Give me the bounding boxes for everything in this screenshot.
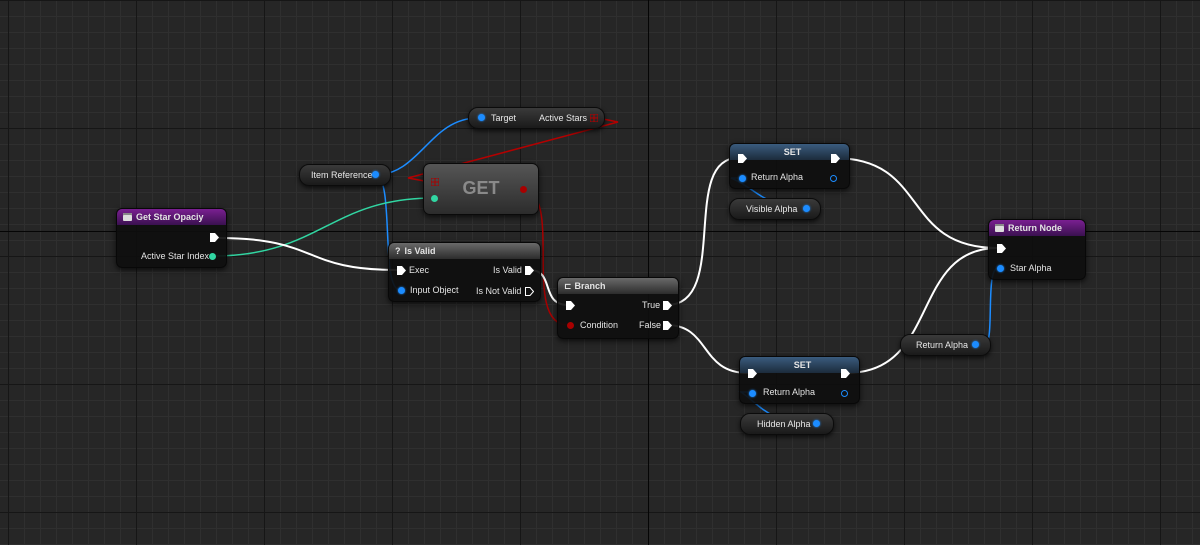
question-icon: ? [395,246,401,256]
item-reference-pin[interactable] [372,171,379,178]
condition-label: Condition [580,320,619,330]
visible-alpha-label: Visible Alpha [746,204,798,214]
graph-origin-horizontal-line [0,231,1200,232]
set-bottom-output-pin[interactable] [841,390,848,397]
is-valid-output-label: Is Valid [493,265,522,275]
return-alpha-pin[interactable] [972,341,979,348]
hidden-alpha-pin[interactable] [813,420,820,427]
get-index-pin[interactable] [431,195,438,202]
active-star-index-label: Active Star Index [141,251,210,261]
hidden-alpha-getter[interactable]: Hidden Alpha [740,413,834,435]
exec-output-pin[interactable] [210,233,219,242]
set-top-var-label: Return Alpha [751,172,804,182]
array-pin-icon[interactable] [590,114,598,122]
item-reference-label: Item Reference [311,170,373,180]
false-exec-pin[interactable] [663,321,672,330]
set-node-top[interactable]: SET Return Alpha [729,143,850,189]
return-node-header: Return Node [989,220,1085,236]
set-bottom-header: SET [740,357,859,373]
get-node-title: GET [462,178,500,198]
true-label: True [642,300,661,310]
visible-alpha-pin[interactable] [803,205,810,212]
branch-exec-input-pin[interactable] [566,301,575,310]
return-alpha-getter[interactable]: Return Alpha [900,334,991,356]
set-bottom-title: SET [793,360,812,370]
graph-origin-vertical-line [648,0,649,545]
active-star-index-pin[interactable] [209,253,216,260]
set-top-output-pin[interactable] [830,175,837,182]
set-top-title: SET [783,147,802,157]
array-get-node[interactable]: GET [423,163,539,215]
return-node-title: Return Node [1008,223,1062,233]
function-icon [995,224,1004,232]
is-valid-title: Is Valid [404,246,436,256]
array-input-pin[interactable] [431,178,439,186]
input-object-pin[interactable] [398,287,405,294]
function-icon [123,213,132,221]
is-valid-node[interactable]: ?Is Valid Exec Is Valid Input Object Is … [388,242,541,302]
function-entry-header: Get Star Opaciy [117,209,226,225]
true-exec-pin[interactable] [663,301,672,310]
return-node[interactable]: Return Node Star Alpha [988,219,1086,280]
wire-active-star-index-to-get[interactable] [212,197,435,257]
branch-node[interactable]: ⊏Branch True Condition False [557,277,679,339]
set-bottom-value-pin[interactable] [749,390,756,397]
star-alpha-label: Star Alpha [1010,263,1052,273]
branch-icon: ⊏ [564,281,572,291]
exec-label: Exec [409,265,430,275]
set-top-exec-output-pin[interactable] [831,154,840,163]
hidden-alpha-label: Hidden Alpha [757,419,811,429]
set-node-bottom[interactable]: SET Return Alpha [739,356,860,404]
exec-input-pin[interactable] [397,266,406,275]
function-entry-title: Get Star Opaciy [136,212,204,222]
false-label: False [639,320,662,330]
is-valid-header: ?Is Valid [389,243,540,259]
wire-exec-false-to-set-bottom[interactable] [666,324,749,374]
branch-title: Branch [574,281,606,291]
set-top-exec-input-pin[interactable] [738,154,747,163]
set-top-header: SET [730,144,849,160]
input-object-label: Input Object [410,285,459,295]
active-stars-label: Active Stars [539,113,588,123]
is-valid-exec-pin[interactable] [525,266,534,275]
function-entry-node[interactable]: Get Star Opaciy Active Star Index [116,208,227,268]
star-alpha-pin[interactable] [997,265,1004,272]
set-bottom-exec-output-pin[interactable] [841,369,850,378]
wire-exec-true-to-set-top[interactable] [666,157,739,306]
get-output-pin[interactable] [520,186,527,193]
wire-exec-set-top-to-return[interactable] [833,157,999,249]
is-not-valid-exec-pin[interactable] [525,287,534,296]
active-stars-getter[interactable]: Target Active Stars [468,107,605,129]
target-pin[interactable] [478,114,485,121]
condition-pin[interactable] [567,322,574,329]
return-exec-input-pin[interactable] [997,244,1006,253]
set-bottom-exec-input-pin[interactable] [748,369,757,378]
branch-header: ⊏Branch [558,278,678,294]
visible-alpha-getter[interactable]: Visible Alpha [729,198,821,220]
set-top-value-pin[interactable] [739,175,746,182]
wire-exec-entry-to-is-valid[interactable] [217,237,399,271]
set-bottom-var-label: Return Alpha [763,387,816,397]
wire-exec-set-bottom-to-return[interactable] [846,247,999,374]
is-not-valid-label: Is Not Valid [476,286,522,296]
item-reference-getter[interactable]: Item Reference [299,164,391,186]
return-alpha-label: Return Alpha [916,340,969,350]
wire-active-stars-to-get[interactable] [407,117,619,183]
target-label: Target [491,113,517,123]
